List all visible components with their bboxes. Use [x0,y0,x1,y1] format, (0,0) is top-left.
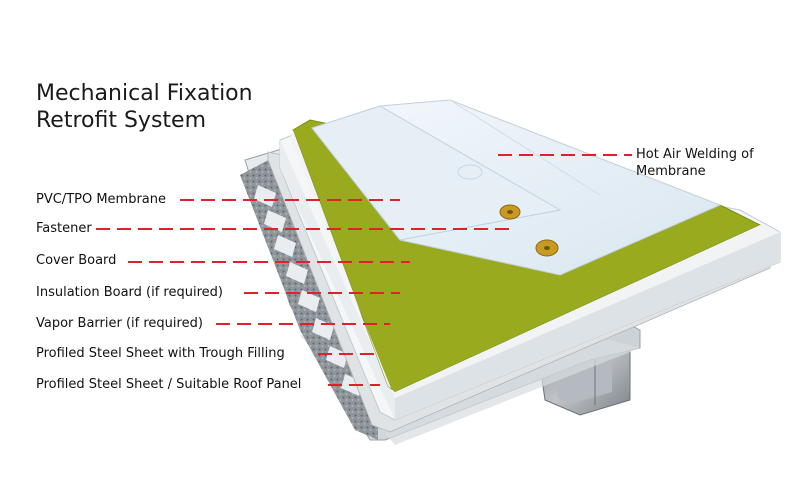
label-vapor-barrier: Vapor Barrier (if required) [36,316,203,331]
label-steel-panel: Profiled Steel Sheet / Suitable Roof Pan… [36,377,302,392]
diagram-title: Mechanical Fixation Retrofit System [36,80,253,134]
label-fastener: Fastener [36,221,92,236]
title-line-2: Retrofit System [36,108,206,133]
label-cover-board: Cover Board [36,253,117,268]
pvc-tpo-membrane [311,99,722,276]
title-line-1: Mechanical Fixation [36,81,253,106]
label-hot-air-welding-line-2: Membrane [636,164,706,179]
label-insulation-board: Insulation Board (if required) [36,285,223,300]
label-steel-trough: Profiled Steel Sheet with Trough Filling [36,346,285,361]
fastener [499,204,521,220]
label-membrane: PVC/TPO Membrane [36,192,167,207]
label-hot-air-welding: Hot Air Welding of Membrane [636,146,754,180]
label-hot-air-welding-line-1: Hot Air Welding of [636,147,754,162]
fastener-washer [535,239,559,257]
